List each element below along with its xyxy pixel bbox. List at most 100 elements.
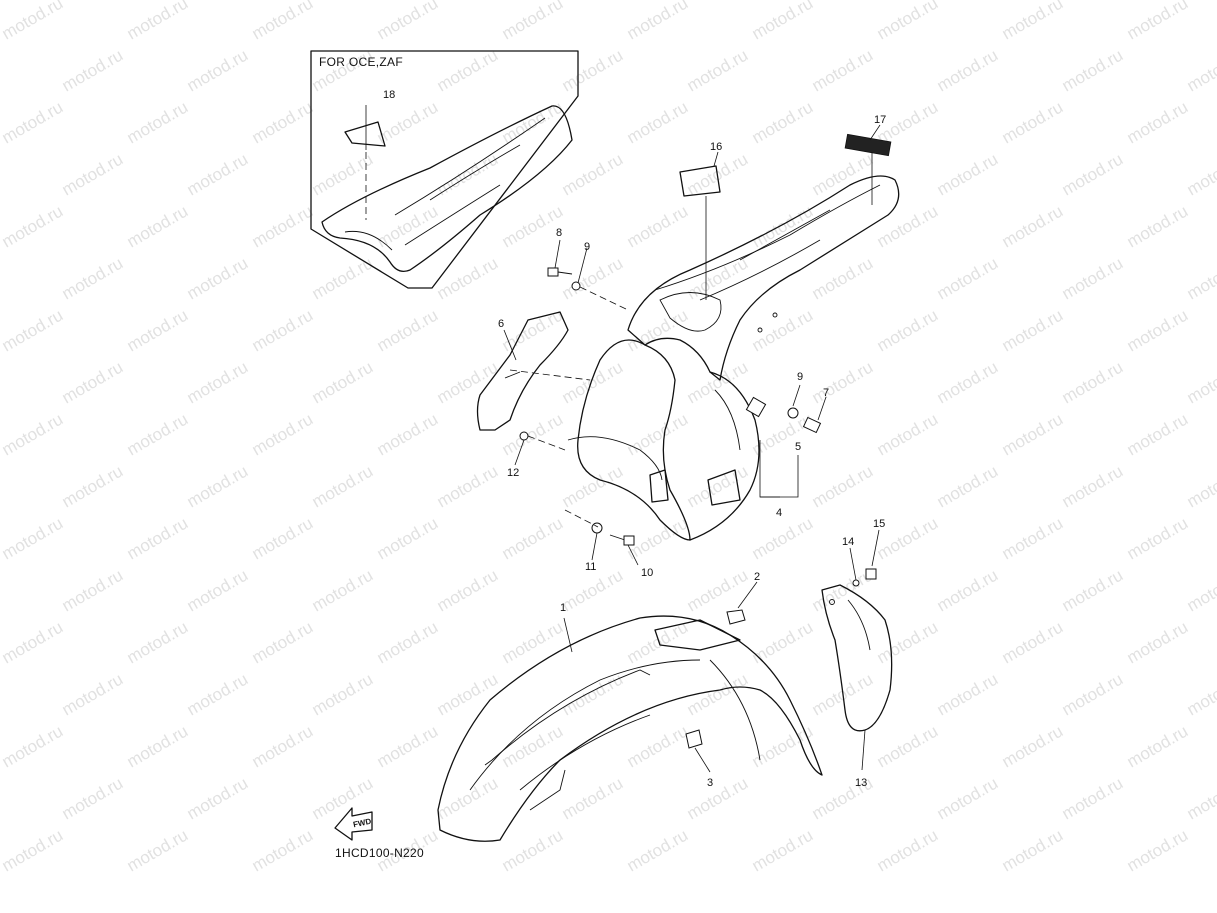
callout-12: 12 — [507, 467, 519, 479]
decal-16 — [679, 165, 721, 197]
watermark-text: motod.ru — [0, 825, 66, 875]
watermark-text: motod.ru — [124, 409, 192, 459]
watermark-text: motod.ru — [934, 461, 1002, 511]
watermark-text: motod.ru — [499, 825, 567, 875]
watermark-text: motod.ru — [1184, 669, 1217, 719]
callout-5: 5 — [795, 441, 801, 453]
fwd-label: FWD — [352, 817, 372, 830]
watermark-text: motod.ru — [499, 409, 567, 459]
watermark-text: motod.ru — [874, 201, 942, 251]
watermark-text: motod.ru — [624, 305, 692, 355]
watermark-text: motod.ru — [749, 97, 817, 147]
watermark-text: motod.ru — [374, 0, 442, 43]
watermark-text: motod.ru — [999, 0, 1067, 43]
watermark-text: motod.ru — [124, 617, 192, 667]
watermark-text: motod.ru — [59, 253, 127, 303]
front-fender — [437, 615, 823, 842]
decal-18 — [344, 121, 386, 147]
watermark-text: motod.ru — [434, 461, 502, 511]
callout-1: 1 — [560, 602, 566, 614]
watermark-text: motod.ru — [1184, 45, 1217, 95]
watermark-text: motod.ru — [184, 669, 252, 719]
watermark-text: motod.ru — [1059, 357, 1127, 407]
watermark-text: motod.ru — [559, 669, 627, 719]
watermark-text: motod.ru — [749, 201, 817, 251]
watermark-text: motod.ru — [124, 0, 192, 43]
fwd-arrow-icon: FWD — [334, 807, 373, 841]
watermark-text: motod.ru — [749, 825, 817, 875]
watermark-text: motod.ru — [0, 513, 66, 563]
watermark-text: motod.ru — [874, 617, 942, 667]
watermark-text: motod.ru — [1124, 513, 1192, 563]
side-cover-6 — [476, 311, 569, 431]
watermark-text: motod.ru — [749, 0, 817, 43]
watermark-text: motod.ru — [249, 409, 317, 459]
callout-10: 10 — [641, 567, 653, 579]
leader-lines — [503, 124, 881, 773]
watermark-text: motod.ru — [59, 149, 127, 199]
callout-11: 11 — [585, 561, 596, 573]
watermark-text: motod.ru — [624, 201, 692, 251]
watermark-text: motod.ru — [874, 305, 942, 355]
watermark-text: motod.ru — [184, 461, 252, 511]
callout-4: 4 — [776, 507, 782, 519]
callout-9b: 9 — [797, 371, 803, 383]
watermark-text: motod.ru — [249, 617, 317, 667]
watermark-text: motod.ru — [809, 461, 877, 511]
watermark-text: motod.ru — [749, 305, 817, 355]
callout-18: 18 — [383, 89, 395, 101]
watermark-text: motod.ru — [184, 357, 252, 407]
watermark-text: motod.ru — [624, 409, 692, 459]
watermark-text: motod.ru — [999, 721, 1067, 771]
watermark-text: motod.ru — [874, 825, 942, 875]
inset-box: FOR OCE,ZAF — [310, 50, 579, 289]
watermark-text: motod.ru — [0, 305, 66, 355]
watermark-text: motod.ru — [1124, 305, 1192, 355]
watermark-text: motod.ru — [684, 773, 752, 823]
watermark-text: motod.ru — [249, 513, 317, 563]
watermark-text: motod.ru — [434, 45, 502, 95]
watermark-text: motod.ru — [1124, 721, 1192, 771]
watermark-text: motod.ru — [1124, 825, 1192, 875]
watermark-text: motod.ru — [499, 513, 567, 563]
watermark-text: motod.ru — [749, 721, 817, 771]
watermark-text: motod.ru — [1059, 149, 1127, 199]
watermark-text: motod.ru — [874, 721, 942, 771]
callout-9: 9 — [584, 241, 590, 253]
watermark-text: motod.ru — [499, 97, 567, 147]
watermark-text: motod.ru — [624, 0, 692, 43]
watermark-text: motod.ru — [1124, 201, 1192, 251]
watermark-text: motod.ru — [624, 97, 692, 147]
watermark-text: motod.ru — [309, 565, 377, 615]
watermark-text: motod.ru — [809, 357, 877, 407]
watermark-text: motod.ru — [374, 617, 442, 667]
callout-7: 7 — [823, 387, 829, 399]
plate-13 — [821, 584, 893, 732]
watermark-text: motod.ru — [934, 669, 1002, 719]
watermark-text: motod.ru — [309, 45, 377, 95]
watermark-text: motod.ru — [249, 305, 317, 355]
watermark-text: motod.ru — [809, 45, 877, 95]
watermark-text: motod.ru — [184, 565, 252, 615]
watermark-text: motod.ru — [624, 721, 692, 771]
watermark-text: motod.ru — [59, 565, 127, 615]
watermark-text: motod.ru — [434, 565, 502, 615]
callout-2: 2 — [754, 571, 760, 583]
watermark-text: motod.ru — [934, 253, 1002, 303]
watermark-text: motod.ru — [999, 97, 1067, 147]
watermark-text: motod.ru — [1184, 773, 1217, 823]
watermark-text: motod.ru — [809, 253, 877, 303]
callout-numbers: 1 2 3 4 5 6 7 8 9 9 10 11 12 13 14 15 16… — [383, 89, 886, 789]
watermark-text: motod.ru — [1059, 773, 1127, 823]
watermark-text: motod.ru — [0, 409, 66, 459]
callout-17: 17 — [874, 114, 886, 126]
watermark-text: motod.ru — [934, 565, 1002, 615]
watermark-text: motod.ru — [0, 201, 66, 251]
watermark-text: motod.ru — [0, 0, 66, 43]
watermark-text: motod.ru — [934, 773, 1002, 823]
watermark-text: motod.ru — [874, 0, 942, 43]
callout-14: 14 — [842, 536, 854, 548]
watermark-text: motod.ru — [624, 825, 692, 875]
watermark-text: motod.ru — [999, 409, 1067, 459]
